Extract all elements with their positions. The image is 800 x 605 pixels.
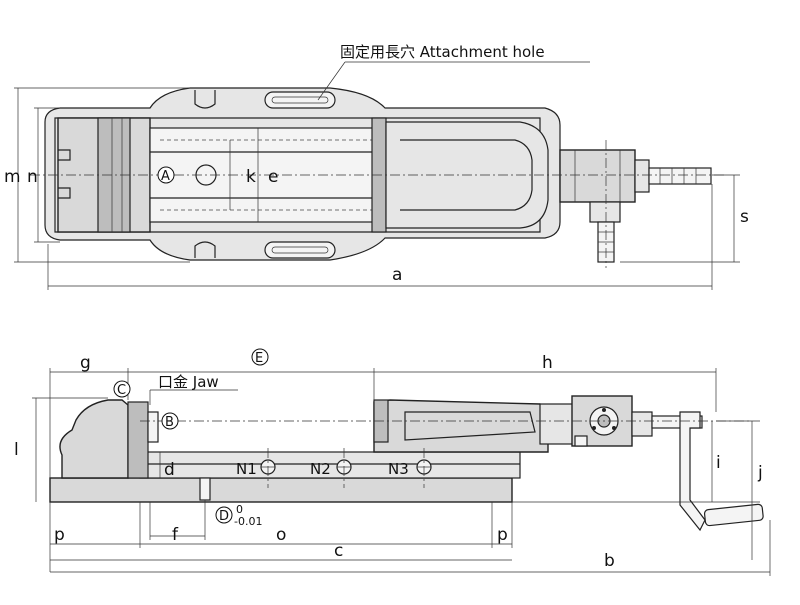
tolerance-lower: -0.01 — [234, 515, 262, 528]
dim-d-label: d — [164, 460, 175, 480]
marker-d-label: D — [219, 509, 229, 524]
side-view: g E h C 口金 Jaw B l d N1 N2 N3 i j D 0 -0… — [14, 348, 771, 576]
top-view: 固定用長穴 Attachment hole m n k e a s A — [4, 43, 749, 290]
n1-label: N1 — [236, 460, 257, 478]
locating-pin — [199, 477, 211, 501]
marker-e-label: E — [255, 351, 263, 366]
marker-a-label: A — [161, 169, 170, 184]
marker-c-circle — [113, 380, 131, 398]
u-notch-bottom — [194, 241, 216, 258]
marker-e-circle — [251, 348, 269, 366]
dim-o-label: o — [276, 525, 286, 545]
dim-k-label: k — [246, 167, 256, 187]
crank-grip — [703, 503, 764, 527]
dim-e-label: e — [268, 167, 278, 187]
side-fixed-jaw — [59, 399, 129, 479]
dim-s-label: s — [740, 207, 749, 227]
marker-b-circle — [161, 412, 179, 430]
side-movable-jaw — [373, 399, 549, 453]
dim-b-label: b — [604, 551, 615, 571]
tolerance-upper: 0 — [236, 503, 243, 516]
spindle-housing — [559, 149, 636, 203]
n3-label: N3 — [388, 460, 409, 478]
attachment-hole-leader — [317, 61, 346, 101]
base-plate — [49, 477, 513, 503]
n2-label: N2 — [310, 460, 331, 478]
attachment-slot-bottom — [264, 241, 336, 259]
dim-j-label: j — [757, 463, 763, 483]
dim-h-label: h — [542, 353, 553, 373]
dim-m-label: m — [4, 167, 21, 187]
dim-i-label: i — [716, 453, 721, 473]
attachment-slot-top — [264, 91, 336, 109]
dim-c-label: c — [334, 541, 343, 561]
dim-g-label: g — [80, 353, 91, 373]
dim-p-left-label: p — [54, 525, 65, 545]
dim-p-right-label: p — [497, 525, 508, 545]
marker-b-label: B — [165, 415, 174, 430]
dim-f-label: f — [172, 525, 179, 545]
marker-a-circle — [157, 166, 175, 184]
dim-n-label: n — [27, 167, 38, 187]
marker-d-circle — [215, 506, 233, 524]
marker-c-label: C — [117, 383, 126, 398]
jaw-label: 口金 Jaw — [158, 373, 219, 391]
dim-l-label: l — [14, 440, 19, 460]
u-notch-top — [194, 90, 216, 109]
attachment-hole-label: 固定用長穴 Attachment hole — [340, 43, 545, 61]
dim-a-label: a — [392, 265, 402, 285]
spindle-shaft — [648, 167, 712, 185]
side-fixed-jaw-plate — [127, 401, 149, 479]
crank-handle — [679, 411, 706, 532]
